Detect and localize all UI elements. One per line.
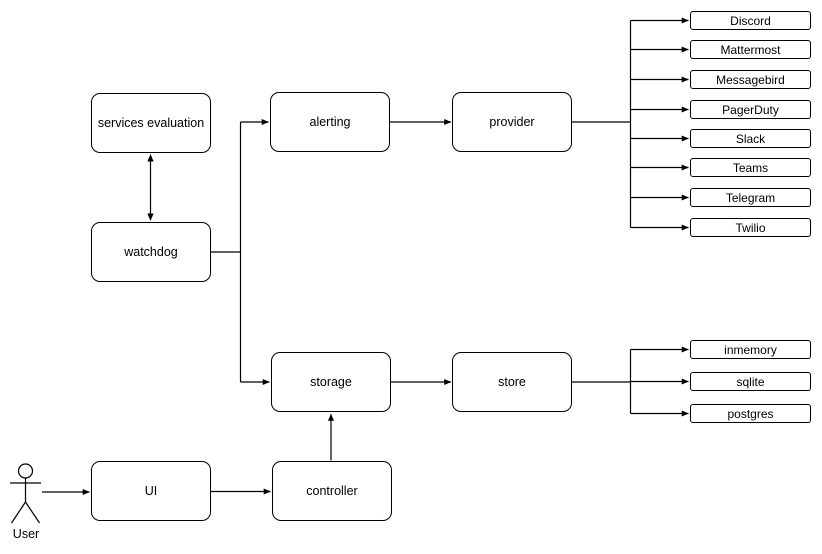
actor-head: [17, 463, 34, 479]
provider-target-slack: Slack: [690, 129, 811, 148]
edge-provider-trunk: [571, 20, 632, 228]
edge-watchdog-trunk: [211, 122, 242, 382]
node-store: store: [452, 352, 572, 412]
user-actor-icon: [10, 463, 41, 524]
node-watchdog: watchdog: [91, 222, 211, 282]
actor-legs: [11, 501, 40, 524]
store-target-postgres: postgres: [690, 404, 811, 423]
node-storage: storage: [271, 352, 391, 412]
provider-target-mattermost: Mattermost: [690, 40, 811, 59]
store-target-sqlite: sqlite: [690, 372, 811, 391]
provider-target-messagebird: Messagebird: [690, 70, 811, 89]
provider-target-telegram: Telegram: [690, 188, 811, 207]
node-services-evaluation: services evaluation: [91, 93, 211, 153]
edge-store-trunk: [571, 349, 632, 414]
arrowhead-up: [147, 154, 154, 162]
arrowhead-down: [147, 213, 154, 221]
provider-target-pagerduty: PagerDuty: [690, 100, 811, 119]
node-ui: UI: [91, 461, 211, 521]
store-target-inmemory: inmemory: [690, 340, 811, 359]
provider-target-teams: Teams: [690, 158, 811, 177]
node-controller: controller: [272, 461, 392, 521]
node-alerting: alerting: [270, 92, 390, 152]
provider-target-discord: Discord: [690, 11, 811, 30]
provider-target-twilio: Twilio: [690, 218, 811, 237]
node-provider: provider: [452, 92, 572, 152]
user-actor-label: User: [12, 527, 40, 541]
